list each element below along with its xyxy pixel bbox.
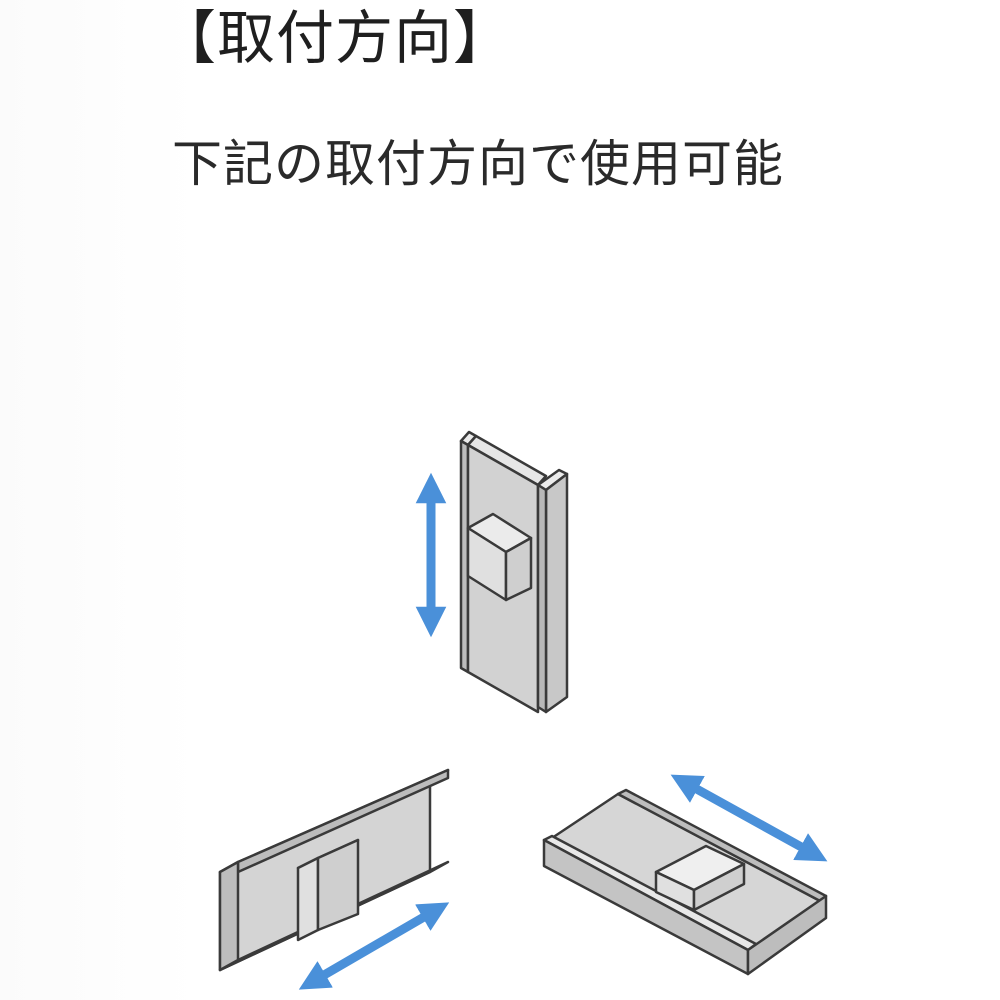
subtitle: 下記の取付方向で使用可能	[172, 135, 784, 193]
double-arrow-diagonal-right-icon	[670, 774, 828, 862]
vertical-rail-illustration	[459, 430, 569, 714]
horizontal-side-rail-illustration	[218, 768, 450, 972]
double-arrow-diagonal-left-icon	[298, 902, 450, 990]
page-title: 【取付方向】	[158, 4, 513, 72]
horizontal-flat-rail-illustration	[542, 788, 828, 976]
